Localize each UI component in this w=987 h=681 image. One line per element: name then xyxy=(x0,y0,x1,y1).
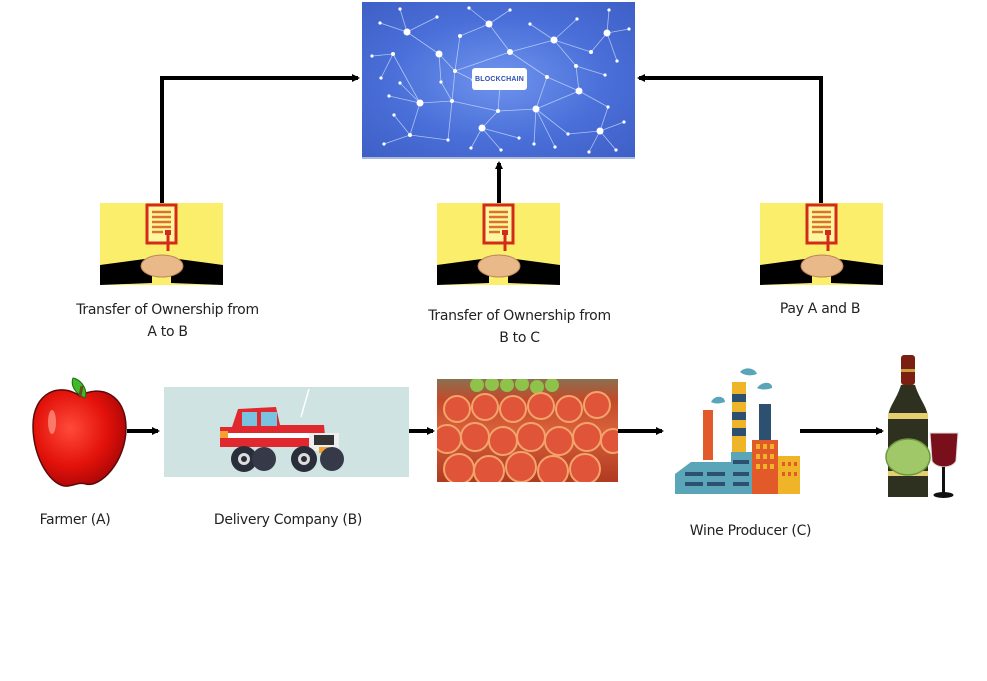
apples-crate-image xyxy=(437,379,618,482)
arrow-contract-ab-to-blockchain xyxy=(160,74,360,203)
contract-label-pay: Pay A and B xyxy=(730,298,910,320)
wine-bottle-icon xyxy=(885,355,959,498)
contract-label-line2: A to B xyxy=(147,324,188,340)
smart-contract-handshake-icon xyxy=(100,203,223,285)
contract-label-line1: Transfer of Ownership from xyxy=(428,308,611,324)
blockchain-badge: BLOCKCHAIN xyxy=(472,68,527,90)
contract-card-a-to-b xyxy=(100,203,223,285)
arrow-pay-to-blockchain xyxy=(637,74,823,203)
blockchain-network-image: BLOCKCHAIN xyxy=(362,2,635,159)
farmer-label: Farmer (A) xyxy=(39,512,111,528)
factory-icon xyxy=(675,368,800,494)
contract-label-line1: Transfer of Ownership from xyxy=(76,302,259,318)
contract-label-a-to-b: Transfer of Ownership from A to B xyxy=(40,299,295,343)
contract-label-line1: Pay A and B xyxy=(779,301,861,317)
contract-card-pay xyxy=(760,203,883,285)
apple-icon xyxy=(32,377,127,487)
delivery-truck-image xyxy=(164,387,409,477)
contract-label-b-to-c: Transfer of Ownership from B to C xyxy=(392,305,647,349)
smart-contract-handshake-icon xyxy=(437,203,560,285)
delivery-company-label: Delivery Company (B) xyxy=(213,512,363,528)
contract-card-b-to-c xyxy=(437,203,560,285)
truck-icon xyxy=(220,388,344,472)
contract-label-line2: B to C xyxy=(499,330,540,346)
apples-pile-icon xyxy=(437,379,618,482)
wine-producer-label: Wine Producer (C) xyxy=(689,523,812,539)
smart-contract-handshake-icon xyxy=(760,203,883,285)
